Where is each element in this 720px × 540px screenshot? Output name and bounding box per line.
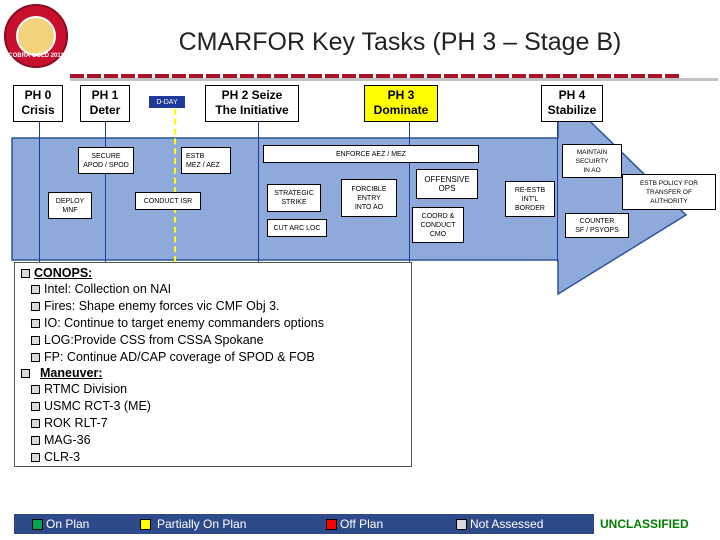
legend-swatch xyxy=(140,518,151,530)
page-title: CMARFOR Key Tasks (PH 3 – Stage B) xyxy=(178,28,622,56)
maneuver-heading: Maneuver: xyxy=(40,366,103,380)
conops-item-text: Intel: Collection on NAI xyxy=(44,282,172,296)
task-maintain-security: MAINTAIN SECUIRTY IN AO xyxy=(562,144,622,178)
status-checkbox xyxy=(21,268,30,278)
phase-1-line1: PH 1 xyxy=(91,88,119,102)
conops-item: IO: Continue to target enemy commanders … xyxy=(31,315,324,331)
maneuver-item: USMC RCT-3 (ME) xyxy=(31,398,151,414)
phase-0-line1: PH 0 xyxy=(24,88,52,102)
status-checkbox xyxy=(31,401,40,411)
status-checkbox xyxy=(31,452,40,462)
seal-text: COBRA GOLD 2011 xyxy=(8,53,64,59)
status-checkbox xyxy=(31,384,40,394)
legend-partially-on-plan: Partially On Plan xyxy=(140,517,246,531)
phase-box-4: PH 4 Stabilize xyxy=(541,85,603,122)
status-checkbox xyxy=(21,368,30,378)
legend-off-plan: Off Plan xyxy=(326,517,383,531)
phase-box-2: PH 2 Seize The Initiative xyxy=(205,85,299,122)
d-day-marker: D-DAY xyxy=(148,95,186,109)
maneuver-item-text: USMC RCT-3 (ME) xyxy=(44,399,151,413)
status-checkbox xyxy=(31,352,40,362)
title-rule-squares xyxy=(70,68,718,81)
phase-box-1: PH 1 Deter xyxy=(80,85,130,122)
conops-item: LOG:Provide CSS from CSSA Spokane xyxy=(31,332,264,348)
phase-0-line2: Crisis xyxy=(21,103,55,117)
status-checkbox xyxy=(31,284,40,294)
legend-swatch xyxy=(326,518,337,530)
status-checkbox xyxy=(31,335,40,345)
maneuver-item: RTMC Division xyxy=(31,381,127,397)
command-seal-logo: COBRA GOLD 2011 xyxy=(4,4,68,68)
legend-swatch xyxy=(456,518,467,530)
conops-heading-row: CONOPS: xyxy=(21,265,92,281)
maneuver-item-text: CLR-3 xyxy=(44,450,81,464)
phase-box-0: PH 0 Crisis xyxy=(13,85,63,122)
task-strategic-strike: STRATEGIC STRIKE xyxy=(267,184,321,212)
phase-4-line2: Stabilize xyxy=(547,103,597,117)
status-legend: On Plan Partially On Plan Off Plan Not A… xyxy=(14,514,594,534)
legend-on-plan: On Plan xyxy=(32,517,89,531)
phase-1-line xyxy=(105,122,106,262)
task-forcible-entry: FORCIBLE ENTRY INTO AO xyxy=(341,179,397,217)
phase-2-line2: The Initiative xyxy=(215,103,289,117)
status-checkbox xyxy=(31,435,40,445)
d-day-line xyxy=(174,109,176,262)
phase-3-line1: PH 3 xyxy=(387,88,415,102)
status-checkbox xyxy=(31,418,40,428)
title-rule-line xyxy=(70,78,718,81)
legend-label: Off Plan xyxy=(340,517,384,531)
conops-item: Intel: Collection on NAI xyxy=(31,281,171,297)
conops-item-text: FP: Continue AD/CAP coverage of SPOD & F… xyxy=(44,350,315,364)
maneuver-item-text: ROK RLT-7 xyxy=(44,416,108,430)
maneuver-heading-row: Maneuver: xyxy=(21,365,103,381)
legend-not-assessed: Not Assessed xyxy=(456,517,543,531)
legend-label: Partially On Plan xyxy=(157,517,247,531)
task-estb-policy: ESTB POLICY FOR TRANSFER OF AUTHORITY xyxy=(622,174,716,210)
conops-heading: CONOPS: xyxy=(34,266,93,280)
task-re-estb-border: RE-ESTB INT'L BORDER xyxy=(505,181,555,217)
task-estb-mez: ESTB MEZ / AEZ xyxy=(181,147,231,174)
legend-label: On Plan xyxy=(46,517,90,531)
status-checkbox xyxy=(31,301,40,311)
phase-3-line2: Dominate xyxy=(373,103,429,117)
phase-2-line1: PH 2 Seize xyxy=(221,88,283,102)
conops-item: FP: Continue AD/CAP coverage of SPOD & F… xyxy=(31,349,315,365)
maneuver-item: ROK RLT-7 xyxy=(31,415,108,431)
phase-3-line xyxy=(409,122,410,262)
task-deploy-mnf: DEPLOY MNF xyxy=(48,192,92,219)
status-checkbox xyxy=(31,318,40,328)
phase-2-line xyxy=(258,122,259,262)
phase-4-line1: PH 4 xyxy=(558,88,586,102)
phase-0-line xyxy=(39,122,40,262)
legend-label: Not Assessed xyxy=(470,517,544,531)
seal-emblem xyxy=(16,16,56,56)
conops-item-text: LOG:Provide CSS from CSSA Spokane xyxy=(44,333,264,347)
task-enforce-aez: ENFORCE AEZ / MEZ xyxy=(263,145,479,163)
task-offensive-ops: OFFENSIVE OPS xyxy=(416,169,478,199)
maneuver-item: CLR-3 xyxy=(31,449,80,465)
task-secure-apod: SECURE APOD / SPOD xyxy=(78,147,134,174)
classification-marking: UNCLASSIFIED xyxy=(600,517,689,531)
conops-item-text: Fires: Shape enemy forces vic CMF Obj 3. xyxy=(44,299,280,313)
legend-swatch xyxy=(32,518,43,530)
task-counter-psyops: COUNTER SF / PSYOPS xyxy=(565,213,629,238)
task-cut-arc-loc: CUT ARC LOC xyxy=(267,219,327,237)
maneuver-item-text: MAG-36 xyxy=(44,433,91,447)
conops-item-text: IO: Continue to target enemy commanders … xyxy=(44,316,325,330)
phase-4-line xyxy=(557,122,558,262)
conops-item: Fires: Shape enemy forces vic CMF Obj 3. xyxy=(31,298,280,314)
phase-box-3: PH 3 Dominate xyxy=(364,85,438,122)
maneuver-item-text: RTMC Division xyxy=(44,382,128,396)
phase-1-line2: Deter xyxy=(89,103,121,117)
maneuver-item: MAG-36 xyxy=(31,432,91,448)
task-coord-cmo: COORD & CONDUCT CMO xyxy=(412,207,464,243)
conops-panel: CONOPS: Intel: Collection on NAI Fires: … xyxy=(14,262,412,467)
task-conduct-isr: CONDUCT ISR xyxy=(135,192,201,210)
